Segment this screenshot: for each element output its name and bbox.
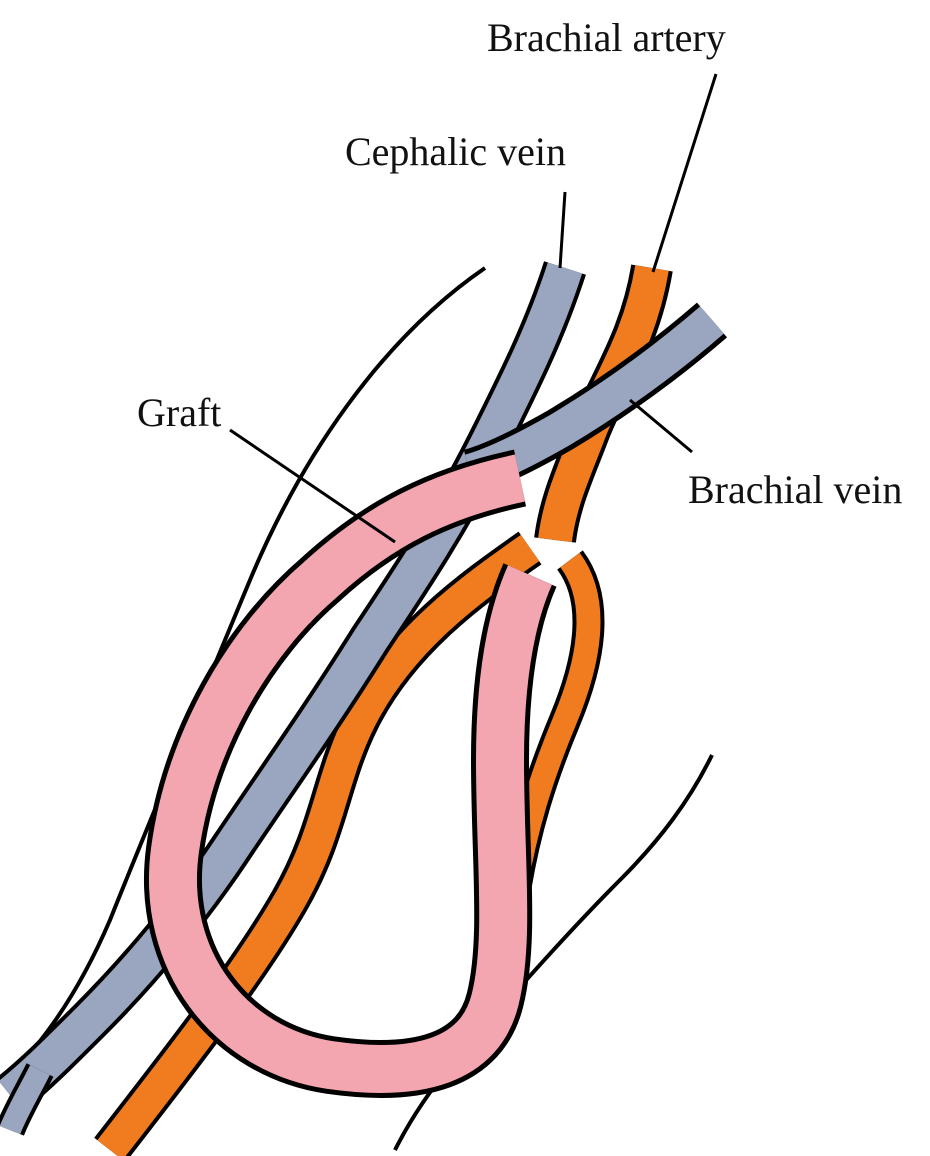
arm-outline-right: [395, 755, 712, 1150]
leader-cephalic-vein: [560, 192, 565, 268]
label-brachial-artery: Brachial artery: [487, 18, 726, 58]
label-cephalic-vein: Cephalic vein: [345, 132, 566, 172]
label-brachial-vein: Brachial vein: [688, 470, 902, 510]
leader-brachial-artery: [653, 74, 716, 272]
label-graft: Graft: [137, 393, 221, 433]
leader-graft: [230, 430, 395, 542]
leader-brachial-vein: [630, 400, 692, 452]
